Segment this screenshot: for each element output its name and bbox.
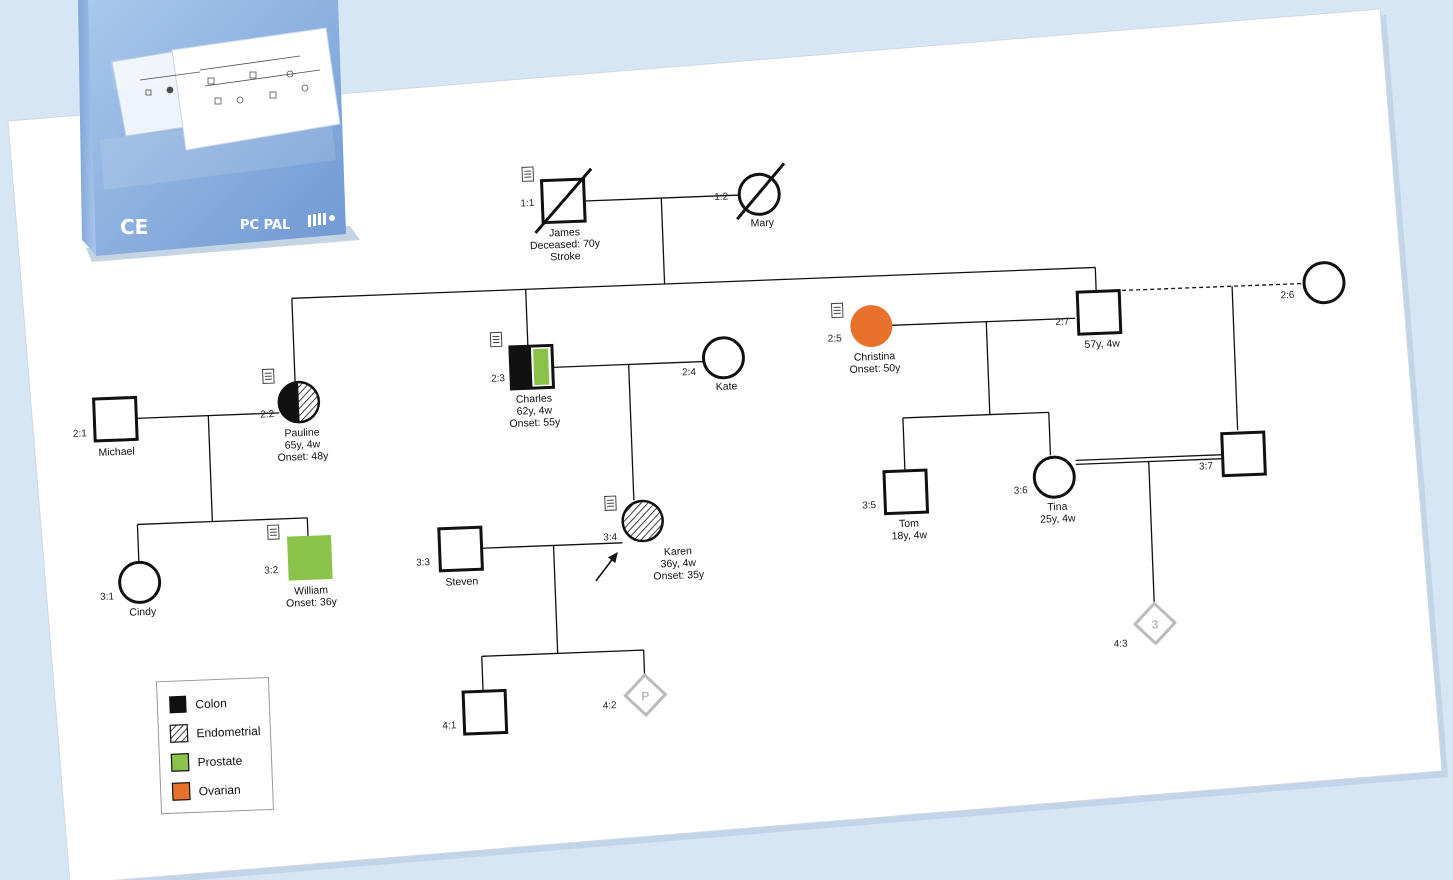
name-label: Kate: [716, 380, 738, 393]
svg-text:Prostate: Prostate: [197, 754, 243, 770]
detail-label: Onset: 36y: [286, 596, 338, 610]
individual-2-2[interactable]: 2:2 Pauline 65y, 4w Onset: 48y: [259, 380, 329, 465]
svg-text:Endometrial: Endometrial: [196, 724, 261, 740]
individual-4-1[interactable]: 4:1: [441, 688, 509, 736]
individual-3-5[interactable]: 3:5 Tom 18y, 4w: [861, 468, 930, 543]
legend-item-colon: Colon: [169, 695, 227, 714]
note-icon[interactable]: [830, 302, 844, 319]
detail-label: Onset: 35y: [653, 569, 705, 583]
legend: Colon Endometrial Prostate Ovarian: [155, 676, 274, 815]
individual-2-3[interactable]: 2:3 Charles 62y, 4w Onset: 55y: [490, 343, 561, 431]
individual-3-3[interactable]: 3:3 Steven: [415, 525, 484, 589]
age-label: 65y, 4w: [285, 438, 321, 451]
id-label: 4:1: [442, 720, 457, 732]
individual-3-2[interactable]: 3:2 William Onset: 36y: [263, 534, 338, 611]
id-label: 2:4: [682, 367, 697, 379]
note-icon[interactable]: [489, 331, 503, 348]
id-label: 3:5: [862, 500, 877, 512]
id-label: 4:3: [1114, 638, 1129, 650]
individual-1-1[interactable]: 1:1 James Deceased: 70y Stroke: [519, 167, 601, 264]
individual-1-2[interactable]: 1:2 Mary: [713, 162, 786, 231]
pregnancy-label: P: [641, 689, 650, 703]
individual-3-4[interactable]: 3:4 Karen 36y, 4w Onset: 35y: [602, 499, 705, 585]
svg-text:Colon: Colon: [195, 696, 227, 711]
id-label: 2:7: [1055, 316, 1070, 328]
detail-label: Onset: 50y: [849, 362, 901, 376]
individual-2-7[interactable]: 2:7 57y, 4w: [1054, 289, 1123, 352]
count-label: 3: [1151, 617, 1159, 631]
name-label: Pauline: [284, 426, 320, 439]
note-icon[interactable]: [521, 166, 535, 182]
id-label: 3:6: [1014, 485, 1029, 497]
name-label: Christina: [854, 350, 896, 364]
id-label: 2:6: [1280, 290, 1295, 302]
name-label: James: [549, 226, 580, 239]
note-icon[interactable]: [262, 368, 275, 385]
name-label: Charles: [516, 392, 553, 405]
id-label: 2:5: [828, 333, 843, 345]
legend-item-prostate: Prostate: [170, 753, 243, 772]
name-label: Michael: [98, 445, 135, 458]
id-label: 3:7: [1199, 461, 1214, 473]
individual-4-2[interactable]: P 4:2: [602, 672, 668, 718]
individual-2-1[interactable]: 2:1 Michael: [72, 395, 139, 459]
note-icon[interactable]: [604, 495, 617, 511]
age-label: 25y, 4w: [1040, 512, 1076, 525]
legend-item-endometrial: Endometrial: [169, 724, 261, 743]
age-label: Deceased: 70y: [530, 237, 601, 252]
id-label: 1:2: [714, 191, 729, 203]
relationship-lines: [136, 194, 1305, 692]
legend-item-ovarian: Ovarian: [171, 781, 241, 801]
id-label: 1:1: [520, 198, 535, 210]
individual-2-6[interactable]: 2:6: [1279, 261, 1346, 305]
individual-2-4[interactable]: 2:4 Kate: [681, 336, 745, 394]
pedigree-diagram: 1:1 James Deceased: 70y Stroke 1:2 Mary …: [72, 162, 1346, 815]
detail-label: Stroke: [550, 250, 581, 263]
id-label: 2:2: [260, 409, 275, 421]
product-box: CE PC PAL: [78, 0, 360, 262]
individual-4-3[interactable]: 3 4:3: [1112, 601, 1178, 650]
brand-bars-icon: [308, 213, 335, 227]
svg-text:Ovarian: Ovarian: [198, 783, 241, 799]
individual-3-1[interactable]: 3:1 Cindy: [99, 560, 162, 620]
detail-label: Onset: 48y: [277, 450, 329, 464]
id-label: 3:2: [264, 565, 279, 577]
id-label: 3:4: [603, 532, 618, 544]
id-label: 2:1: [73, 428, 88, 440]
individual-3-6[interactable]: 3:6 Tina 25y, 4w: [1013, 455, 1077, 526]
name-label: Steven: [445, 575, 478, 588]
name-label: Karen: [664, 545, 693, 558]
note-icon[interactable]: [267, 524, 280, 540]
id-label: 3:1: [100, 591, 115, 603]
detail-label: Onset: 55y: [509, 416, 561, 430]
name-label: Mary: [750, 217, 775, 230]
name-label: William: [294, 584, 329, 597]
paper-sheet: [7, 8, 1443, 880]
age-label: 36y, 4w: [660, 557, 696, 570]
individual-2-5[interactable]: 2:5 Christina Onset: 50y: [827, 304, 902, 377]
name-label: Tina: [1047, 501, 1068, 514]
individual-3-7[interactable]: 3:7: [1198, 430, 1267, 478]
age-label: 57y, 4w: [1084, 338, 1120, 351]
age-label: 18y, 4w: [892, 529, 928, 542]
name-label: Tom: [899, 517, 920, 530]
brand-logo: PC PAL: [240, 218, 290, 233]
id-label: 2:3: [491, 373, 506, 385]
id-label: 4:2: [603, 700, 618, 712]
name-label: Cindy: [129, 606, 157, 619]
proband-arrow-icon: [595, 551, 618, 582]
ce-mark: CE: [120, 215, 148, 239]
age-label: 62y, 4w: [516, 404, 552, 417]
id-label: 3:3: [416, 557, 431, 569]
